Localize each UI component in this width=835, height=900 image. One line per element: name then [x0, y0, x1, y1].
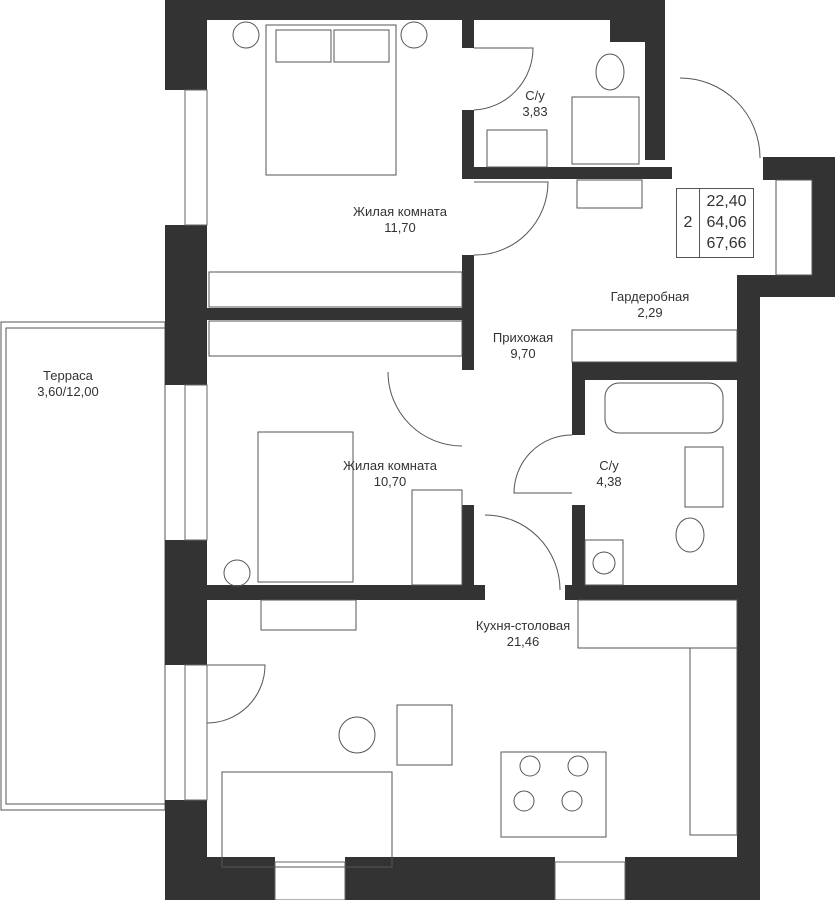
room-label-bathroom-1: С/у 3,83	[522, 88, 547, 120]
total-area: 64,06	[706, 214, 747, 231]
windows	[184, 89, 626, 900]
bathtub	[604, 382, 724, 434]
walls	[165, 0, 835, 900]
room-label-bedroom-1: Жилая комната 11,70	[353, 204, 447, 236]
doors	[206, 47, 761, 724]
toilet	[595, 53, 625, 91]
room-area: 2,29	[637, 305, 663, 320]
room-label-wardrobe: Гардеробная 2,29	[611, 289, 690, 321]
room-area: 21,46	[506, 634, 540, 649]
room-area: 10,70	[373, 474, 407, 489]
room-label-bedroom-2: Жилая комната 10,70	[343, 458, 437, 490]
room-label-kitchen: Кухня-столовая 21,46	[476, 618, 570, 650]
living-area: 22,40	[706, 193, 747, 210]
room-name: Гардеробная	[610, 289, 690, 304]
room-area: 4,38	[596, 474, 622, 489]
armchair	[396, 704, 453, 766]
furniture	[208, 21, 813, 868]
room-area: 3,83	[522, 104, 548, 119]
kitchen-counter	[577, 599, 738, 649]
total-area-with-terrace: 67,66	[706, 235, 747, 252]
single-bed	[257, 431, 354, 583]
room-name: Жилая комната	[343, 458, 437, 473]
room-count: 2	[677, 189, 700, 257]
room-area: 11,70	[384, 220, 416, 235]
room-label-terrace: Терраса 3,60/12,00	[37, 368, 98, 400]
room-name: Кухня-столовая	[475, 618, 571, 633]
room-name: Жилая комната	[353, 204, 447, 219]
nightstand-lamp	[232, 21, 260, 49]
dining-table	[500, 751, 607, 838]
room-name: С/у	[599, 458, 619, 473]
room-name: С/у	[525, 88, 545, 103]
room-name: Прихожая	[492, 330, 554, 345]
room-label-hallway: Прихожая 9,70	[493, 330, 553, 362]
room-area: 9,70	[510, 346, 536, 361]
room-label-bathroom-2: С/у 4,38	[596, 458, 621, 490]
room-name: Терраса	[43, 368, 93, 383]
wardrobe	[208, 271, 463, 308]
sofa	[221, 771, 393, 868]
room-area: 3,60/12,00	[37, 384, 99, 399]
apartment-summary-box: 2 22,40 64,06 67,66	[676, 188, 754, 258]
tv-unit	[260, 599, 357, 631]
double-bed	[265, 24, 397, 176]
